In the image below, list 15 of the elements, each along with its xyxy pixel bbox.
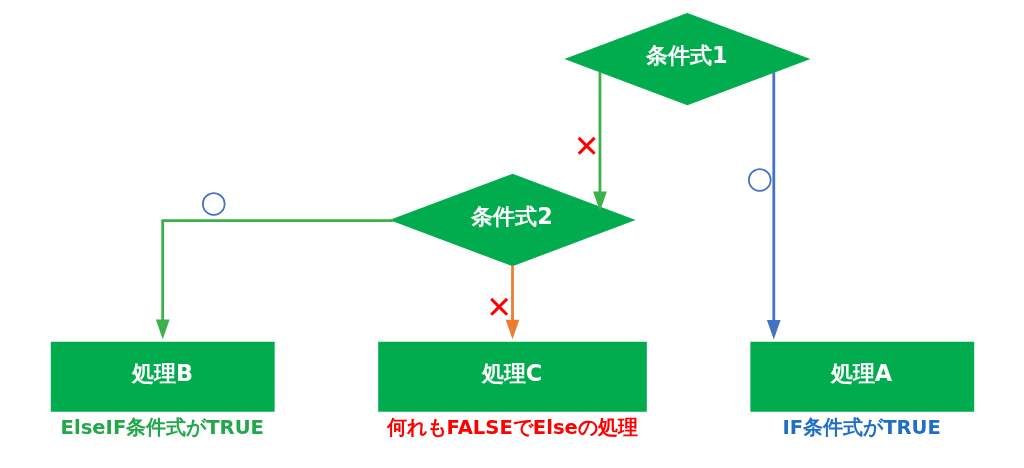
node-label: 何れもFALSEでElseの処理 — [386, 416, 638, 440]
arrow — [155, 219, 393, 340]
arrow — [592, 71, 607, 212]
edge-label: ○ — [199, 182, 227, 219]
edge-label: ○ — [745, 158, 773, 195]
node-box: 処理B — [50, 341, 275, 412]
arrow — [505, 265, 519, 340]
edge-label: ✕ — [573, 127, 600, 164]
node-label: ElseIF条件式がTRUE — [60, 416, 264, 440]
node-box: 処理C — [377, 341, 647, 412]
node-box: 処理A — [749, 341, 974, 412]
arrow — [766, 72, 781, 340]
node-diamond: 条件式1 — [563, 12, 810, 106]
edge-label: ✕ — [485, 288, 512, 325]
node-label: IF条件式がTRUE — [782, 416, 941, 440]
